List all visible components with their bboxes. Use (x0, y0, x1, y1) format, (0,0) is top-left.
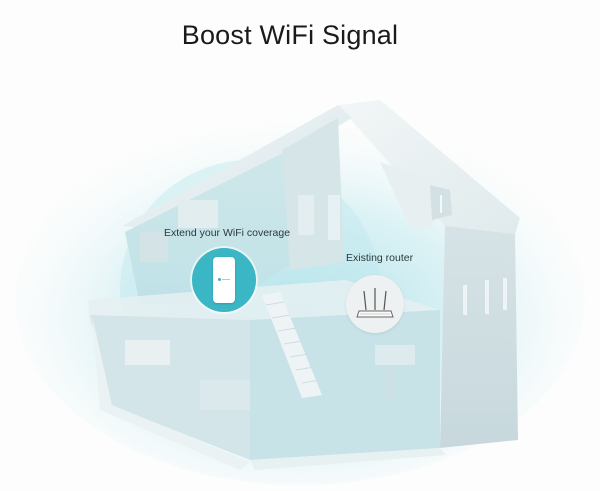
bookshelf (328, 195, 340, 240)
kitchen-counter (125, 340, 170, 365)
bed (140, 232, 168, 262)
extender-callout-label: Extend your WiFi coverage (164, 227, 291, 239)
roof-right (338, 100, 520, 234)
right-window (503, 278, 507, 310)
dormer (380, 162, 445, 228)
tv-stand (385, 370, 391, 398)
roof-left (122, 105, 352, 230)
lower-floor-edge (92, 315, 250, 470)
router-callout-label: Existing router (346, 252, 414, 264)
router-badge (346, 275, 404, 333)
lower-floor-edge-right (250, 448, 446, 470)
wardrobe (178, 200, 218, 228)
page-title-text: Boost WiFi Signal (181, 20, 399, 50)
right-wall (440, 225, 518, 448)
dining-table (200, 380, 250, 410)
range-extender-badge (192, 248, 256, 312)
dormer-window (440, 195, 442, 213)
brand-logo-icon (218, 278, 230, 281)
sofa (375, 345, 415, 365)
range-extender-icon (213, 257, 235, 303)
staircase (262, 292, 322, 398)
page-title: Boost WiFi Signal (0, 20, 600, 51)
router-icon (356, 288, 394, 318)
right-window (463, 285, 467, 315)
upper-door (298, 195, 314, 235)
right-window (485, 280, 489, 314)
